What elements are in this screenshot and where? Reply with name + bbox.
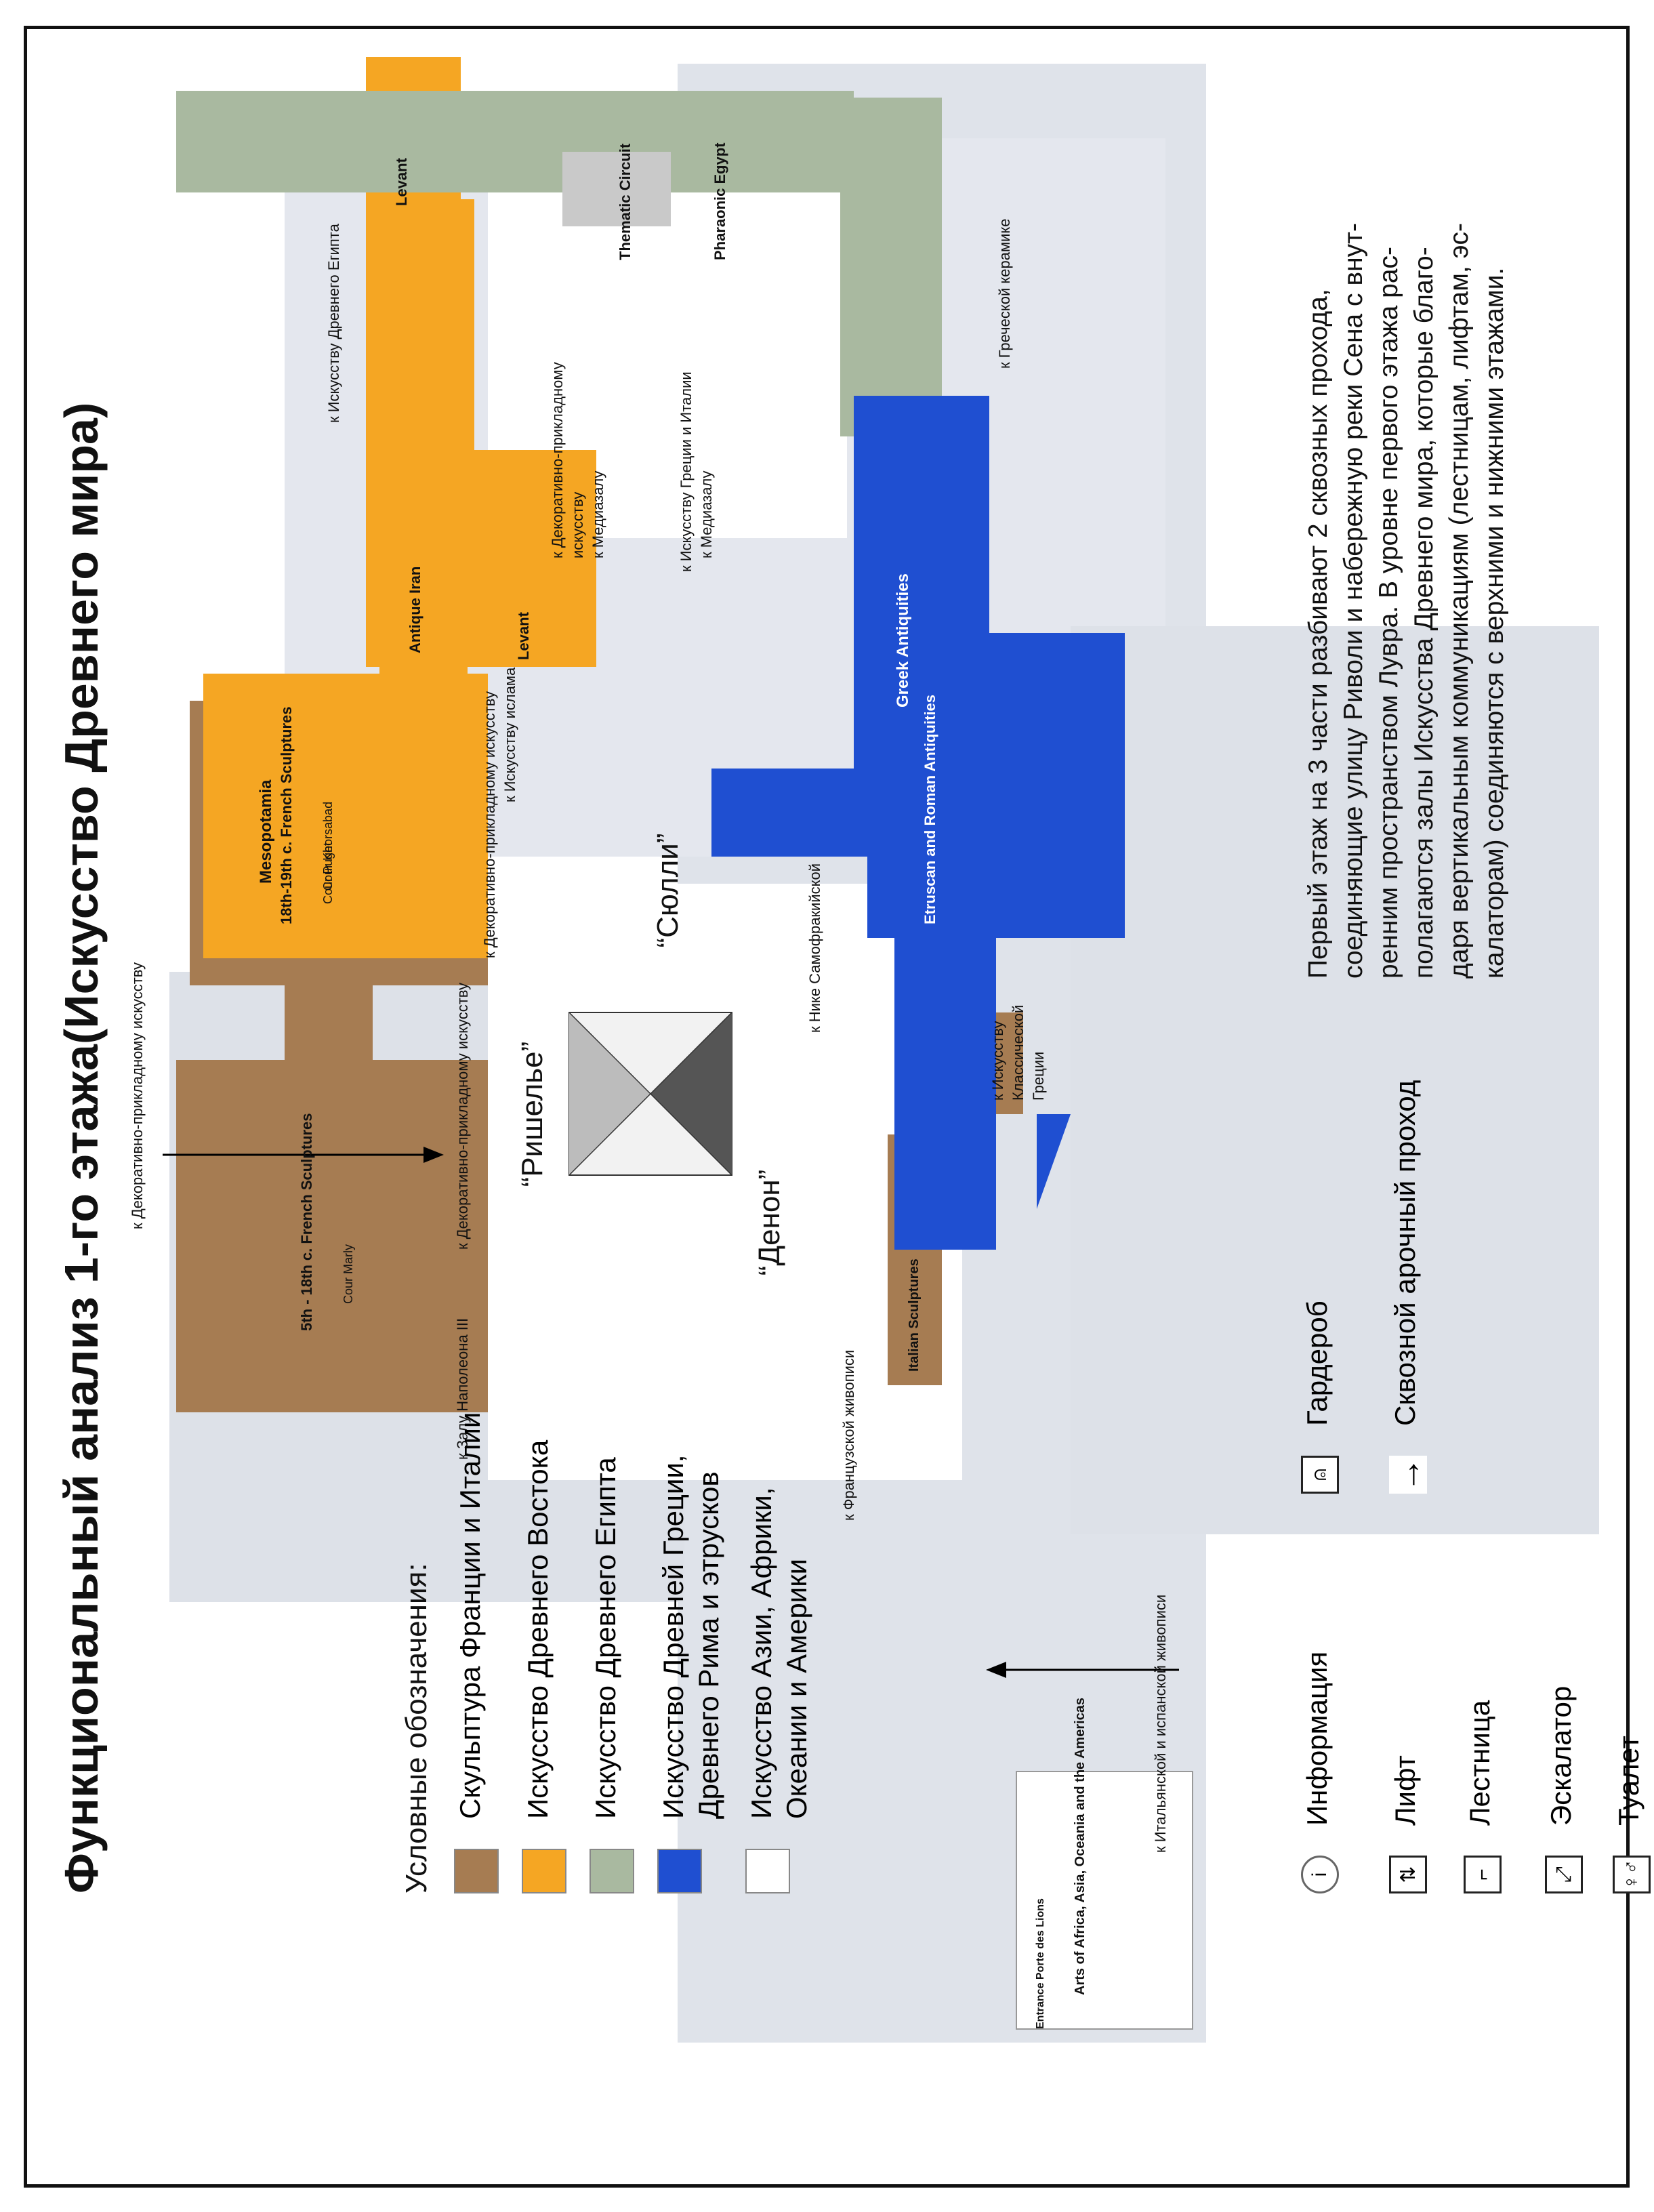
legend-swatch <box>657 1849 702 1893</box>
zone-antique-iran <box>366 450 596 667</box>
zone-orange-rooms-11-16 <box>366 199 474 464</box>
label-cour-puget: Cour Puget <box>321 842 335 904</box>
legend-swatch <box>454 1849 499 1893</box>
symbol-label: Туалет <box>1613 1736 1645 1826</box>
dir-decorative-1: к Декоративно-прикладному искусству <box>129 962 146 1229</box>
label-etruscan-roman: Etruscan and Roman Antiquities <box>922 695 938 924</box>
description-line: даря вертикальным коммуникациям (лестниц… <box>1445 223 1474 979</box>
symbol-label: Лифт <box>1389 1755 1421 1826</box>
info-icon: i <box>1301 1856 1339 1893</box>
label-italian-sculptures: Italian Sculptures <box>907 1258 922 1372</box>
description-line: калаторам) соединяются с верхними и нижн… <box>1480 267 1509 979</box>
wing-richelieu: “Ришелье” <box>516 1042 549 1187</box>
symbol-label: Лестница <box>1464 1700 1495 1826</box>
label-cour-marly: Cour Marly <box>342 1244 355 1304</box>
zone-denon-gallery-blue <box>894 931 996 1250</box>
zone-mesopotamia <box>203 674 488 958</box>
zone-etruscan-roman <box>867 633 1125 938</box>
passage-arrow-denon <box>986 1662 1179 1678</box>
label-mesopotamia: Mesopotamia <box>257 779 275 884</box>
label-arts-africa: Arts of Africa, Asia, Oceania and the Am… <box>1073 1698 1088 1995</box>
zone-thematic-circuit <box>562 152 671 226</box>
legend-label: Искусство Древнего Востока <box>522 1439 554 1819</box>
zone-greek-17 <box>711 769 867 857</box>
symbol-label: Гардероб <box>1301 1300 1333 1426</box>
legend-label-line: Искусство Азии, Африки, <box>745 1487 777 1819</box>
zone-denon-a-blue <box>1037 1114 1071 1209</box>
symbol-label: Информация <box>1301 1651 1333 1826</box>
symbol-label: Сквозной арочный проход <box>1389 1080 1421 1426</box>
escalator-icon: ⤢ <box>1545 1856 1583 1893</box>
dir-napoleon: к Залу Наполеона III <box>454 1318 471 1460</box>
description-paragraph: Первый этаж на 3 части разбивают 2 сквоз… <box>1301 0 1512 979</box>
zone-pharaonic-egypt-right <box>840 98 942 436</box>
zone-arts-africa <box>1016 1771 1193 2030</box>
dir-classical-greece-b: Классической <box>1010 1005 1027 1101</box>
arrow-right-icon: → <box>1388 1456 1428 1494</box>
legend-label: Искусство Азии, Африки,Океании и Америки <box>744 1487 814 1819</box>
dir-greek-ceramics: к Греческой керамике <box>996 219 1013 369</box>
label-cour-khorsabad: Cour Khorsabad <box>321 802 335 890</box>
description-line: полагаются залы Искусства Древнего мира,… <box>1409 247 1439 979</box>
symbol-label: Эскалатор <box>1545 1685 1577 1826</box>
dir-decorative-3: к Декоративно-прикладному искусству <box>481 691 498 958</box>
zone-french-sculptures-a <box>176 1060 488 1412</box>
wing-denon: “Денон” <box>753 1170 786 1276</box>
wing-sully: “Сюлли” <box>651 833 684 947</box>
elevator-icon: ⇅ <box>1389 1856 1427 1893</box>
dir-media-2: к Медиазалу <box>698 471 715 558</box>
label-thematic-circuit: Thematic Circuit <box>617 143 634 260</box>
dir-decorative-sully-b: искусству <box>569 492 586 558</box>
page-frame <box>24 26 1630 2188</box>
dir-italian-spanish: к Итальянской и испанской живописи <box>1152 1595 1169 1853</box>
cloakroom-icon: ⍝ <box>1301 1456 1339 1494</box>
label-french-sculptures-b: 18th-19th c. French Sculptures <box>278 706 295 924</box>
label-french-sculptures-a: 5th - 18th c. French Sculptures <box>298 1113 315 1331</box>
label-entrance: Entrance Porte des Lions <box>1035 1898 1046 2029</box>
dir-decorative-2: к Декоративно-прикладному искусству <box>454 983 471 1250</box>
dir-media-1: к Медиазалу <box>590 471 606 558</box>
passage-arrow-richelieu <box>163 1147 444 1163</box>
legend-label-line: Древнего Рима и этрусков <box>692 1471 724 1819</box>
dir-islam: к Искусству ислама <box>501 667 518 802</box>
legend-swatch <box>590 1849 634 1893</box>
legend-heading: Условные обозначения: <box>400 1563 433 1893</box>
description-line: соединяющие улицу Риволи и набережную ре… <box>1339 223 1368 979</box>
dir-greece-italy: к Искусству Греции и Италии <box>678 371 695 572</box>
legend-label: Искусство Древней Греции,Древнего Рима и… <box>656 1454 726 1819</box>
label-greek-antiquities: Greek Antiquities <box>894 573 912 708</box>
legend-label: Скульптура Франции и Италии <box>454 1412 486 1819</box>
dir-french-painting: к Французской живописи <box>840 1350 857 1521</box>
label-antique-iran: Antique Iran <box>407 567 423 653</box>
zone-pharaonic-egypt-top <box>176 91 854 192</box>
description-line: ренним пространством Лувра. В уровне пер… <box>1374 246 1403 979</box>
description-line: Первый этаж на 3 части разбивают 2 сквоз… <box>1304 289 1333 979</box>
legend-swatch <box>522 1849 566 1893</box>
legend-label: Искусство Древнего Египта <box>590 1457 621 1819</box>
dir-classical-greece-a: к Искусству <box>989 1021 1006 1101</box>
zone-french-connector <box>285 985 373 1060</box>
legend-label-line: Океании и Америки <box>781 1558 812 1819</box>
toilet-icon: ♀♂ <box>1613 1856 1651 1893</box>
dir-egypt: к Искусству Древнего Египта <box>325 223 342 423</box>
dir-nike: к Нике Самофракийской <box>806 863 823 1033</box>
stairs-icon: ⌐ <box>1464 1856 1502 1893</box>
label-pharaonic-egypt: Pharaonic Egypt <box>711 142 728 260</box>
label-levant-20: Levant <box>393 157 410 206</box>
dir-classical-greece-c: Греции <box>1030 1052 1047 1101</box>
legend-swatch <box>745 1849 790 1893</box>
dir-decorative-sully-a: к Декоративно-прикладному <box>549 362 566 558</box>
denon-block <box>1071 626 1599 1534</box>
legend-label-line: Искусство Древней Греции, <box>657 1454 689 1819</box>
pyramid-icon <box>568 1012 732 1176</box>
label-levant-b: Levant <box>515 611 532 660</box>
